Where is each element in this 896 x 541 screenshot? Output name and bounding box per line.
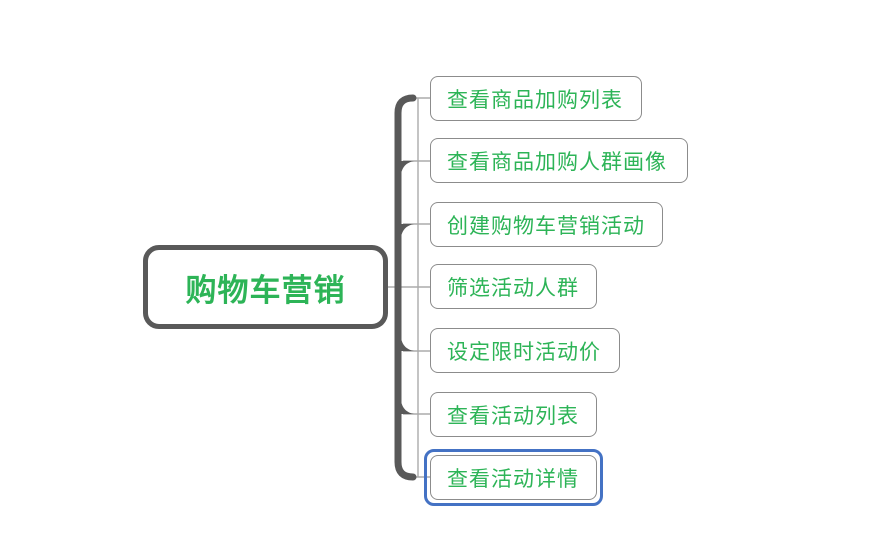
branch-node-3[interactable]: 创建购物车营销活动 <box>430 202 663 247</box>
selection-ring <box>424 449 603 506</box>
spine-fillet-6 <box>401 401 414 414</box>
central-topic-node[interactable]: 购物车营销 <box>143 245 388 329</box>
branch-node-2[interactable]: 查看商品加购人群画像 <box>430 138 688 183</box>
spine-fillet-5 <box>401 338 414 351</box>
branch-node-6[interactable]: 查看活动列表 <box>430 392 597 437</box>
spine-fillet-3 <box>401 224 414 237</box>
spine-bracket <box>394 94 417 481</box>
branch-node-1[interactable]: 查看商品加购列表 <box>430 76 642 121</box>
spine-fillet-2 <box>401 161 414 174</box>
branch-node-4[interactable]: 筛选活动人群 <box>430 264 597 309</box>
branch-node-5[interactable]: 设定限时活动价 <box>430 328 620 373</box>
branch-node-7-selected[interactable]: 查看活动详情 <box>430 455 597 500</box>
